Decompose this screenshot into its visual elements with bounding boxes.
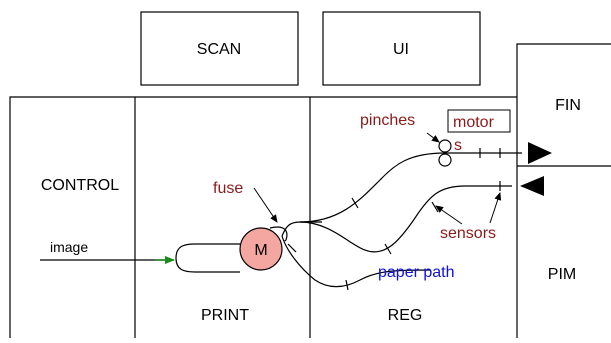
- reg-junction-top: [281, 221, 322, 237]
- sensor-tick: [345, 279, 349, 291]
- motors-label-bottom: s: [454, 137, 462, 154]
- path-to-fin: [299, 152, 522, 223]
- pinch-roller-bottom-icon: [438, 153, 452, 167]
- ui-module: [322, 11, 481, 86]
- reg-label: REG: [388, 307, 423, 324]
- fuser-motor-icon: [239, 227, 283, 271]
- sensors-pointer-left: [435, 205, 463, 225]
- sensor-tick: [384, 243, 392, 255]
- fin-output-arrow: [528, 142, 552, 164]
- ui-label: UI: [393, 41, 409, 58]
- paper-loop-bottom: [175, 257, 240, 273]
- pinch-roller-top-icon: [438, 139, 452, 153]
- fuser-exit-arc: [269, 226, 288, 242]
- paper-loop-top: [175, 243, 240, 259]
- sensor-tick: [287, 243, 297, 253]
- fuse-label: fuse: [213, 180, 243, 197]
- control-label: CONTROL: [41, 177, 119, 194]
- image-label: image: [50, 239, 88, 255]
- motors-box: [447, 109, 511, 133]
- motor-letter: M: [254, 242, 267, 259]
- scan-module: [140, 11, 299, 86]
- fin-pim-module-border: [516, 43, 611, 338]
- sensor-tick: [351, 197, 359, 209]
- motors-label-top: motor: [453, 114, 495, 131]
- paper-path-label: paper path: [378, 264, 455, 281]
- fuse-pointer: [253, 187, 278, 223]
- pinches-pointer: [426, 132, 440, 143]
- fin-label: FIN: [555, 97, 581, 114]
- reg-junction-bottom: [281, 235, 431, 288]
- print-label: PRINT: [201, 307, 249, 324]
- sensors-label: sensors: [440, 225, 496, 242]
- pinches-label: pinches: [360, 112, 415, 129]
- path-from-pim: [299, 185, 512, 253]
- sensors-pointer-right: [489, 192, 502, 224]
- scan-label: SCAN: [197, 41, 241, 58]
- pim-input-arrow: [520, 176, 544, 196]
- main-engine-border: [9, 96, 517, 338]
- pim-label: PIM: [548, 266, 576, 283]
